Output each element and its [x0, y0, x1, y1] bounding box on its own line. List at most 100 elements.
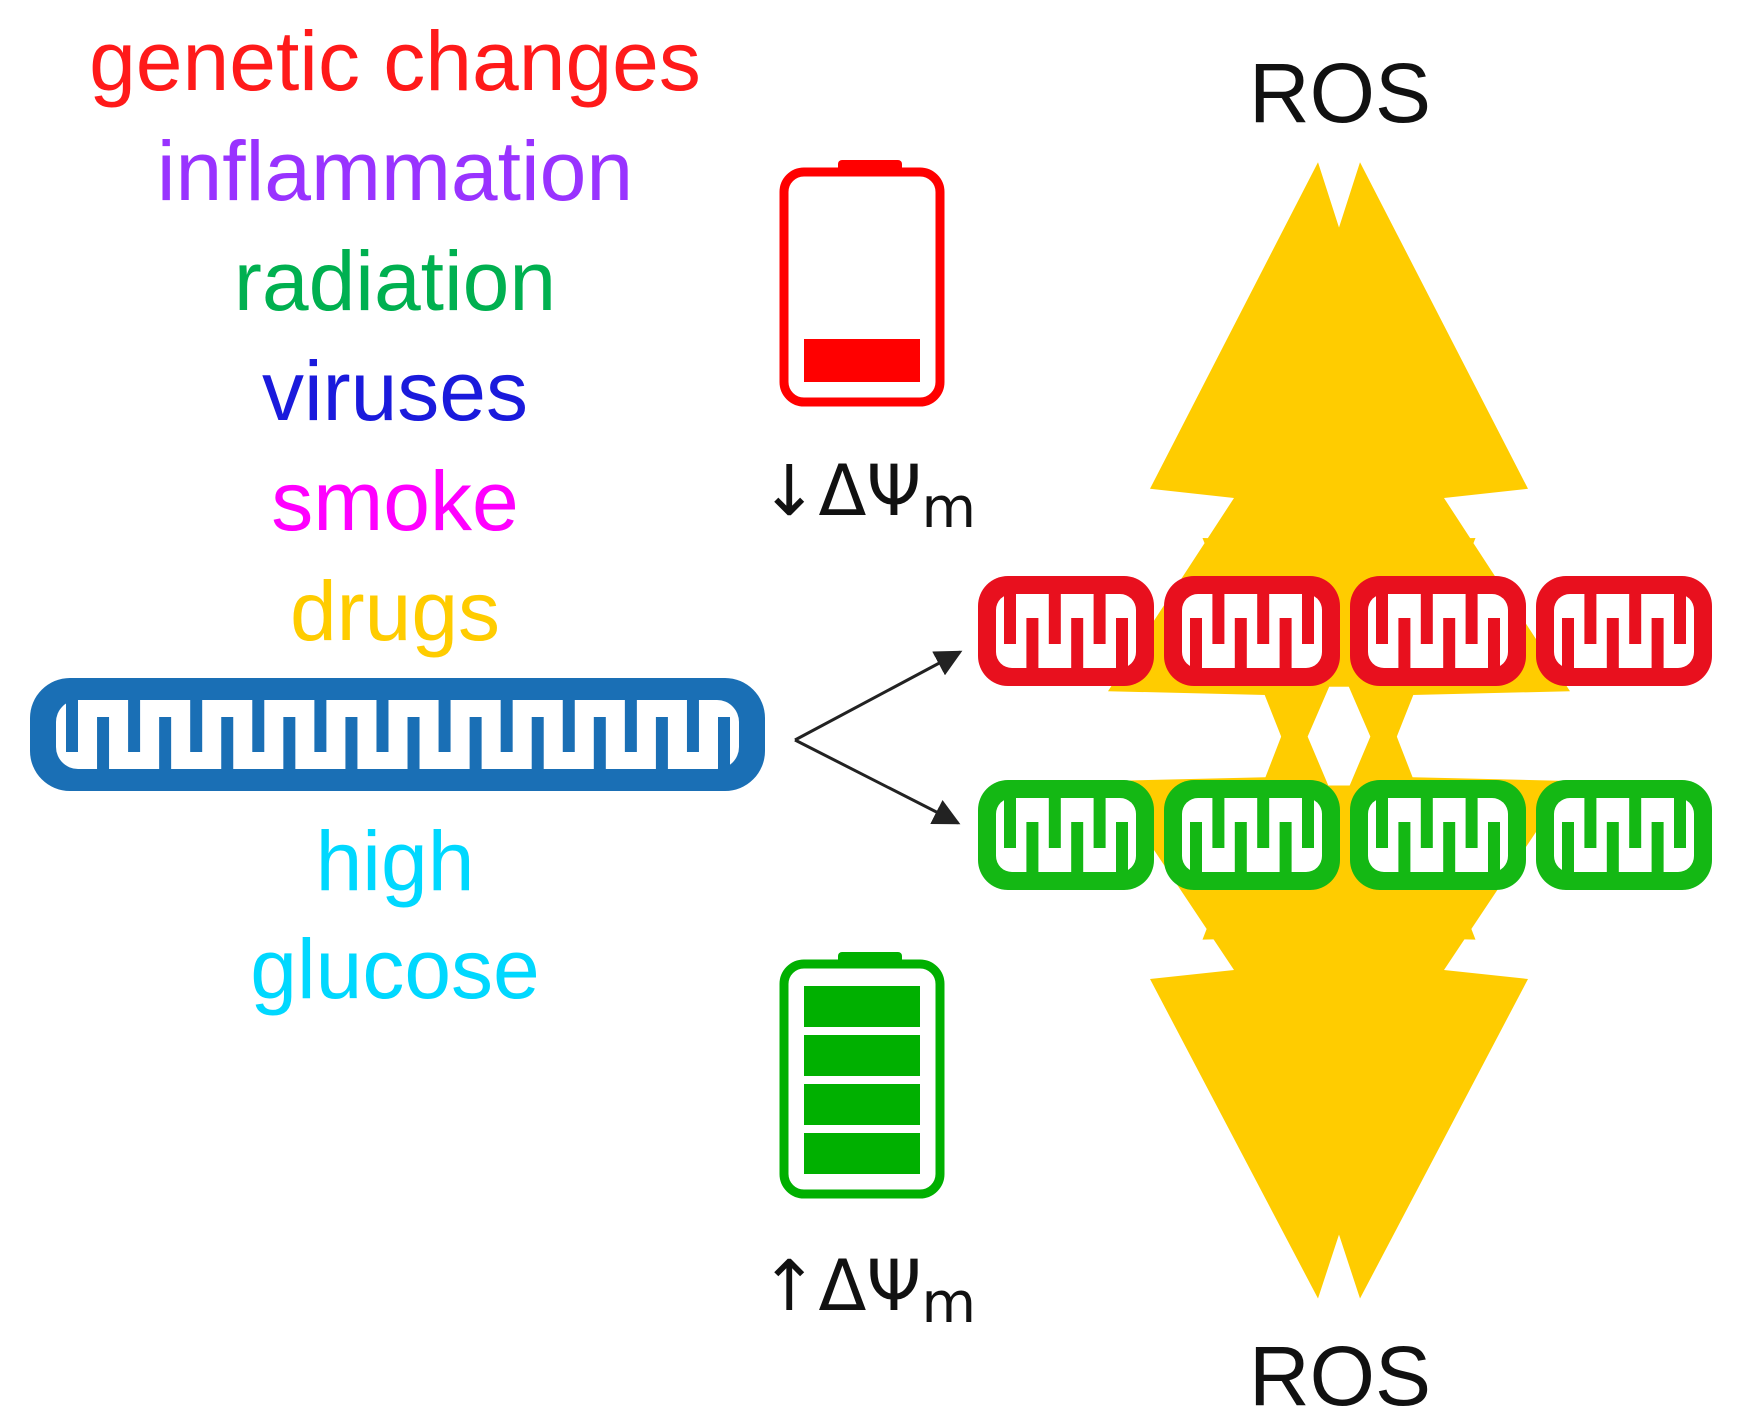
crista — [1443, 618, 1456, 668]
mitochondrion-fragment — [978, 576, 1154, 686]
low-battery-icon — [779, 160, 945, 407]
crista — [1093, 594, 1106, 644]
crista — [1212, 798, 1225, 848]
crista — [718, 717, 730, 769]
crista — [1420, 798, 1433, 848]
crista — [1398, 618, 1411, 668]
crista — [1071, 822, 1084, 872]
crista — [1279, 822, 1292, 872]
crista — [1071, 618, 1084, 668]
mitochondrion-fragment — [1536, 780, 1712, 890]
crista — [438, 700, 451, 752]
crista — [1257, 594, 1270, 644]
mitochondrion-fragment — [978, 780, 1154, 890]
crista — [345, 717, 358, 769]
crista — [1562, 618, 1574, 668]
crista — [1629, 594, 1642, 644]
mitochondrion-fragment — [1350, 576, 1526, 686]
crista — [1398, 822, 1411, 872]
arrow-to-functional — [794, 738, 961, 825]
crista — [1026, 618, 1039, 668]
crista — [1116, 822, 1128, 872]
crista — [655, 717, 668, 769]
high-battery-fill — [804, 986, 920, 1174]
arrow-to-damaged — [794, 650, 963, 742]
damaged-mitochondria-row — [978, 576, 1712, 686]
mitochondrion-fragment — [1536, 576, 1712, 686]
crista — [314, 700, 327, 752]
crista — [500, 700, 513, 752]
crista — [1004, 594, 1016, 644]
crista — [221, 717, 234, 769]
factor-genetic-changes: genetic changes — [89, 14, 701, 108]
crista — [1026, 822, 1039, 872]
crista — [1048, 798, 1061, 848]
crista — [1212, 594, 1225, 644]
high-battery-icon — [779, 952, 945, 1199]
crista — [1651, 618, 1664, 668]
stress-factor-list: genetic changes inflammation radiation v… — [89, 14, 701, 1016]
crista — [593, 717, 606, 769]
factor-glucose: glucose — [250, 922, 540, 1016]
crista — [252, 700, 265, 752]
battery-segment — [804, 1084, 920, 1125]
crista — [1116, 618, 1128, 668]
crista — [624, 700, 637, 752]
crista — [407, 717, 420, 769]
crista — [1420, 594, 1433, 644]
factor-drugs: drugs — [290, 564, 500, 658]
factor-inflammation: inflammation — [157, 124, 633, 218]
crista — [190, 700, 203, 752]
factor-smoke: smoke — [271, 454, 518, 548]
low-battery-fill — [804, 339, 920, 382]
crista — [1257, 798, 1270, 848]
battery-segment — [804, 1035, 920, 1076]
crista — [1443, 822, 1456, 872]
crista — [128, 700, 141, 752]
high-membrane-potential-label: ↑ΔΨm — [760, 1245, 976, 1336]
crista — [66, 700, 78, 752]
crista — [1093, 798, 1106, 848]
crista — [1651, 822, 1664, 872]
crista — [1279, 618, 1292, 668]
crista — [1606, 822, 1619, 872]
crista — [1302, 594, 1314, 644]
functional-mitochondria-row — [978, 780, 1712, 890]
ros-label-bottom: ROS — [1249, 1329, 1431, 1423]
crista — [469, 717, 482, 769]
crista — [1376, 798, 1388, 848]
crista — [1190, 822, 1202, 872]
crista — [1562, 822, 1574, 872]
crista — [1465, 594, 1478, 644]
crista — [159, 717, 172, 769]
crista — [97, 717, 110, 769]
crista — [1629, 798, 1642, 848]
factor-high: high — [316, 814, 475, 908]
mitochondrion-fragment — [1164, 780, 1340, 890]
crista — [1048, 594, 1061, 644]
crista — [1465, 798, 1478, 848]
crista — [1004, 798, 1016, 848]
crista — [1376, 594, 1388, 644]
crista — [283, 717, 296, 769]
ros-label-top: ROS — [1249, 46, 1431, 140]
crista — [1488, 822, 1500, 872]
crista — [1488, 618, 1500, 668]
factor-viruses: viruses — [262, 344, 528, 438]
factor-radiation: radiation — [234, 234, 556, 328]
crista — [1584, 798, 1597, 848]
fission-arrows — [794, 650, 963, 825]
crista — [1234, 618, 1247, 668]
mitochondrion-fragment — [1350, 780, 1526, 890]
crista — [1234, 822, 1247, 872]
crista — [686, 700, 699, 752]
crista — [562, 700, 575, 752]
crista — [376, 700, 389, 752]
battery-segment — [804, 986, 920, 1027]
low-membrane-potential-label: ↓ΔΨm — [760, 450, 976, 541]
healthy-mitochondrion — [30, 678, 765, 791]
crista — [1606, 618, 1619, 668]
crista — [1674, 798, 1686, 848]
crista — [1302, 798, 1314, 848]
